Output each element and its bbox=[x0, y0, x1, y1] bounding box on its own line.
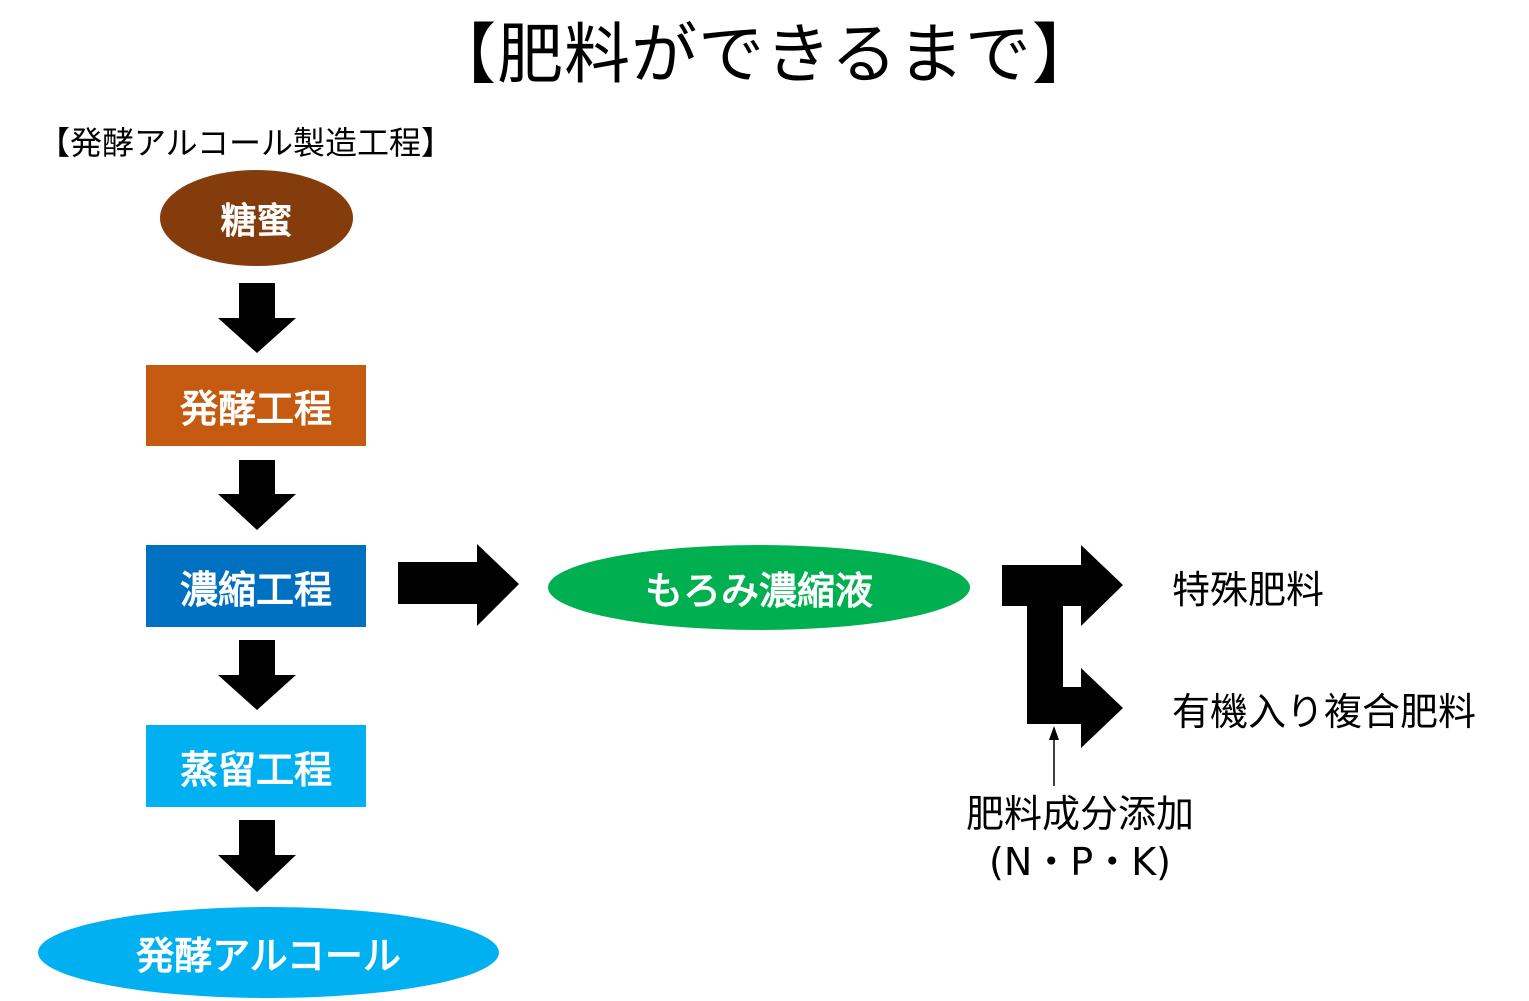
down-arrow-3 bbox=[218, 640, 296, 710]
organic-compound-fertilizer-label: 有機入り複合肥料 bbox=[1172, 690, 1477, 734]
right-arrow bbox=[398, 544, 519, 626]
concentration-process-box: 濃縮工程 bbox=[146, 545, 366, 627]
page-title: 【肥料ができるまで】 bbox=[430, 16, 1099, 93]
distillation-process-box: 蒸留工程 bbox=[146, 725, 366, 807]
section-label: 【発酵アルコール製造工程】 bbox=[38, 124, 454, 162]
fermented-alcohol-node: 発酵アルコール bbox=[38, 907, 499, 998]
additive-pointer-head bbox=[1049, 726, 1059, 740]
down-arrow-4 bbox=[218, 820, 296, 892]
fertilizer-additive-label: 肥料成分添加 (N・P・K) bbox=[930, 790, 1230, 886]
additive-line-2: (N・P・K) bbox=[989, 840, 1171, 884]
fermentation-process-box: 発酵工程 bbox=[146, 365, 366, 446]
down-arrow-2 bbox=[218, 460, 296, 530]
down-arrow-1 bbox=[218, 283, 296, 353]
branch-arrow bbox=[1002, 545, 1123, 748]
molasses-node: 糖蜜 bbox=[160, 170, 353, 266]
moromi-concentrate-node: もろみ濃縮液 bbox=[548, 545, 970, 630]
special-fertilizer-label: 特殊肥料 bbox=[1172, 568, 1325, 612]
additive-line-1: 肥料成分添加 bbox=[965, 792, 1194, 836]
